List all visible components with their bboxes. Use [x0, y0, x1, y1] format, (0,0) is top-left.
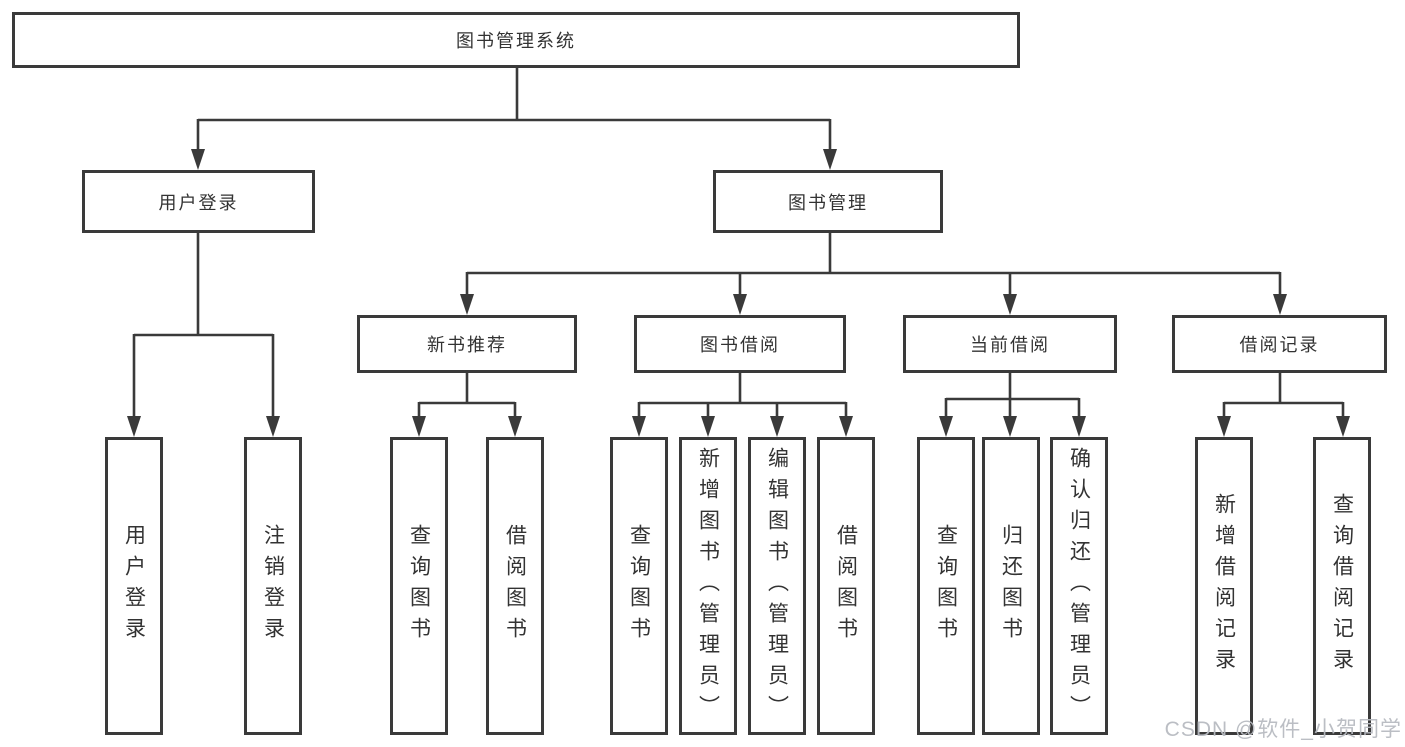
leaf-confirm-return-admin: 确认归还（管理员） [1050, 437, 1108, 735]
leaf-edit-book-admin: 编辑图书（管理员） [748, 437, 806, 735]
leaf-label: 新增借阅记录 [1212, 493, 1236, 679]
node-borrow-records: 借阅记录 [1172, 315, 1387, 373]
leaf-query-books-3: 查询图书 [917, 437, 975, 735]
node-label: 新书推荐 [427, 335, 507, 355]
leaf-label: 用户登录 [122, 524, 146, 648]
node-book-management: 图书管理 [713, 170, 943, 233]
node-label: 图书管理系统 [456, 31, 576, 51]
leaf-label: 查询借阅记录 [1330, 493, 1354, 679]
node-label: 借阅记录 [1239, 335, 1320, 355]
arrowheads [127, 149, 1350, 437]
leaf-label: 查询图书 [627, 524, 651, 648]
leaf-borrow-books-1: 借阅图书 [486, 437, 544, 735]
leaf-return-books: 归还图书 [982, 437, 1040, 735]
leaf-label: 新增图书（管理员） [696, 446, 720, 726]
leaf-label: 归还图书 [999, 524, 1023, 648]
leaf-query-books-2: 查询图书 [610, 437, 668, 735]
node-label: 用户登录 [158, 192, 239, 213]
leaf-label: 借阅图书 [834, 524, 858, 648]
node-library-management-system: 图书管理系统 [12, 12, 1020, 68]
leaf-label: 注销登录 [261, 524, 285, 648]
node-label: 图书借阅 [700, 335, 780, 355]
node-book-borrowing: 图书借阅 [634, 315, 846, 373]
leaf-label: 确认归还（管理员） [1067, 446, 1091, 726]
leaf-label: 查询图书 [407, 524, 431, 648]
node-label: 图书管理 [788, 192, 868, 213]
leaf-query-books-1: 查询图书 [390, 437, 448, 735]
leaf-add-borrow-record: 新增借阅记录 [1195, 437, 1253, 735]
node-label: 当前借阅 [970, 335, 1050, 355]
leaf-borrow-books-2: 借阅图书 [817, 437, 875, 735]
leaf-add-book-admin: 新增图书（管理员） [679, 437, 737, 735]
node-new-book-recommend: 新书推荐 [357, 315, 577, 373]
leaf-label: 编辑图书（管理员） [765, 446, 789, 726]
leaf-label: 查询图书 [934, 524, 958, 648]
node-user-login: 用户登录 [82, 170, 315, 233]
leaf-user-login: 用户登录 [105, 437, 163, 735]
leaf-label: 借阅图书 [503, 524, 527, 648]
leaf-logout: 注销登录 [244, 437, 302, 735]
node-current-borrowing: 当前借阅 [903, 315, 1117, 373]
leaf-query-borrow-record: 查询借阅记录 [1313, 437, 1371, 735]
